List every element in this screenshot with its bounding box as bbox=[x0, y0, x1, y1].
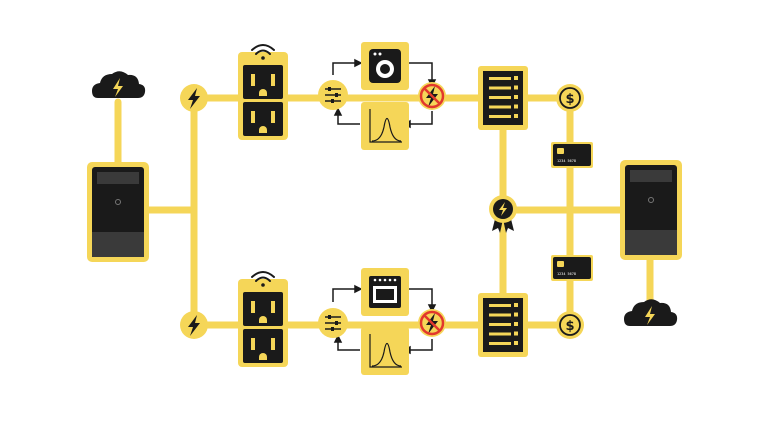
arrow-sliders-to-oven bbox=[332, 288, 355, 302]
arrow-sliders-to-washer bbox=[332, 62, 355, 75]
cloud-lightning-icon bbox=[624, 299, 678, 326]
credit-card-icon: 1234 5678 bbox=[551, 255, 593, 281]
lightning-bolt-icon bbox=[180, 311, 208, 339]
certified-energy-badge-icon bbox=[489, 195, 517, 233]
arrowhead bbox=[354, 58, 363, 68]
dollar-symbol: $ bbox=[565, 92, 574, 107]
cloud-lightning-icon bbox=[92, 71, 146, 98]
server-tower-icon bbox=[87, 162, 149, 262]
dollar-symbol: $ bbox=[565, 319, 574, 334]
arrow-curve-to-sliders bbox=[337, 115, 360, 125]
washing-machine-icon bbox=[361, 42, 409, 90]
document-list-icon bbox=[478, 66, 528, 130]
server-tower-icon bbox=[620, 160, 682, 260]
no-power-icon bbox=[418, 82, 446, 110]
lightning-bolt-icon bbox=[180, 84, 208, 112]
arrow-oven-to-nopower bbox=[409, 288, 433, 305]
credit-card-icon: 1234 5678 bbox=[551, 142, 593, 168]
sliders-icon bbox=[318, 80, 348, 110]
bell-curve-chart-icon bbox=[361, 327, 409, 375]
arrow-nopower-to-curve bbox=[410, 339, 433, 351]
wifi-icon bbox=[251, 44, 275, 60]
arrow-nopower-to-curve bbox=[410, 111, 433, 125]
flow-arrows bbox=[332, 58, 437, 355]
bell-curve-chart-icon bbox=[361, 102, 409, 150]
arrow-curve-to-sliders bbox=[337, 342, 360, 351]
arrowhead bbox=[427, 304, 437, 313]
sliders-icon bbox=[318, 308, 348, 338]
smart-outlet-icon bbox=[238, 271, 288, 367]
arrow-washer-to-nopower bbox=[409, 62, 433, 80]
wifi-icon bbox=[251, 271, 275, 287]
no-power-icon bbox=[418, 309, 446, 337]
arrowhead bbox=[333, 334, 343, 343]
smart-outlet-icon bbox=[238, 44, 288, 140]
dollar-coin-icon: $ bbox=[556, 84, 584, 112]
arrowhead bbox=[354, 284, 363, 294]
card-number: 1234 5678 bbox=[557, 272, 576, 276]
card-number: 1234 5678 bbox=[557, 159, 576, 163]
oven-icon bbox=[361, 268, 409, 316]
arrowhead bbox=[333, 107, 343, 116]
document-list-icon bbox=[478, 293, 528, 357]
dollar-coin-icon: $ bbox=[556, 311, 584, 339]
